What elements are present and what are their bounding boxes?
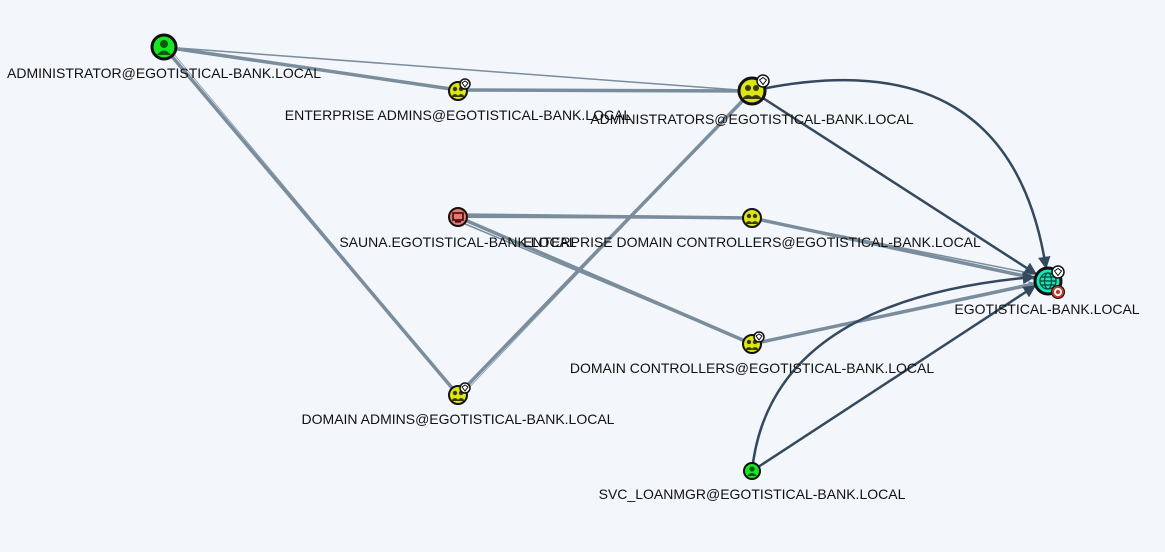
label-enterprise-dcs: ENTERPRISE DOMAIN CONTROLLERS@EGOTISTICA… bbox=[523, 234, 981, 250]
node-enterprise-admins[interactable] bbox=[448, 78, 471, 101]
edge-administrators-domain-curve[interactable] bbox=[751, 78, 1051, 270]
node-svc-loanmgr[interactable] bbox=[743, 462, 761, 480]
edge-administrator-administrators[interactable] bbox=[163, 46, 753, 92]
gem-icon bbox=[459, 382, 471, 394]
target-icon bbox=[1051, 285, 1065, 299]
group-icon bbox=[742, 85, 762, 99]
edges-light bbox=[162, 45, 1049, 397]
node-administrator[interactable] bbox=[150, 33, 178, 61]
user-icon bbox=[157, 40, 171, 55]
edge-svc-loanmgr-domain-curve[interactable] bbox=[750, 271, 1036, 472]
gem-icon bbox=[1051, 265, 1065, 279]
label-domain-admins: DOMAIN ADMINS@EGOTISTICAL-BANK.LOCAL bbox=[302, 411, 615, 427]
node-domain[interactable] bbox=[1033, 265, 1065, 299]
label-svc-loanmgr: SVC_LOANMGR@EGOTISTICAL-BANK.LOCAL bbox=[599, 486, 906, 502]
label-sauna: SAUNA.EGOTISTICAL-BANK.LOCAL bbox=[339, 234, 576, 250]
edges-dark bbox=[750, 78, 1051, 473]
computer-icon bbox=[452, 212, 464, 223]
edge-domain-admins-administrators-thin[interactable] bbox=[461, 90, 753, 396]
edge-administrators-domain-straight[interactable] bbox=[751, 89, 1038, 276]
node-labels: ADMINISTRATOR@EGOTISTICAL-BANK.LOCAL ENT… bbox=[7, 65, 1140, 502]
edge-sauna-enterprise-dcs-thick[interactable] bbox=[457, 213, 753, 220]
edge-svc-loanmgr-domain-straight[interactable] bbox=[751, 284, 1037, 473]
edge-enterprise-dcs-domain-thin[interactable] bbox=[751, 217, 1035, 276]
label-domain: EGOTISTICAL-BANK.LOCAL bbox=[954, 301, 1139, 317]
edge-sauna-domain-controllers-thin[interactable] bbox=[457, 220, 753, 345]
node-domain-admins[interactable] bbox=[448, 382, 471, 405]
edge-administrator-domain-admins-thin[interactable] bbox=[167, 46, 457, 393]
edge-enterprise-admins-administrators[interactable] bbox=[457, 88, 753, 93]
edge-administrator-enterprise-admins[interactable] bbox=[163, 45, 459, 92]
label-administrator: ADMINISTRATOR@EGOTISTICAL-BANK.LOCAL bbox=[7, 65, 321, 81]
node-domain-controllers[interactable] bbox=[742, 331, 765, 354]
gem-icon bbox=[753, 331, 765, 343]
label-domain-controllers: DOMAIN CONTROLLERS@EGOTISTICAL-BANK.LOCA… bbox=[570, 360, 934, 376]
label-administrators: ADMINISTRATORS@EGOTISTICAL-BANK.LOCAL bbox=[590, 111, 914, 127]
group-icon bbox=[451, 86, 465, 97]
node-administrators[interactable] bbox=[737, 74, 770, 106]
label-enterprise-admins: ENTERPRISE ADMINS@EGOTISTICAL-BANK.LOCAL bbox=[285, 107, 632, 123]
node-enterprise-dcs[interactable] bbox=[742, 208, 762, 228]
node-sauna[interactable] bbox=[448, 207, 468, 227]
edge-domain-admins-administrators-thick[interactable] bbox=[456, 89, 754, 397]
edge-administrator-domain-admins[interactable] bbox=[162, 45, 460, 397]
user-icon bbox=[747, 466, 757, 476]
group-icon bbox=[745, 339, 759, 350]
globe-icon bbox=[1039, 272, 1057, 290]
group-icon bbox=[745, 213, 759, 224]
group-icon bbox=[451, 390, 465, 401]
edge-domain-controllers-domain-thin[interactable] bbox=[751, 281, 1035, 345]
gem-icon bbox=[756, 74, 770, 88]
gem-icon bbox=[459, 78, 471, 90]
